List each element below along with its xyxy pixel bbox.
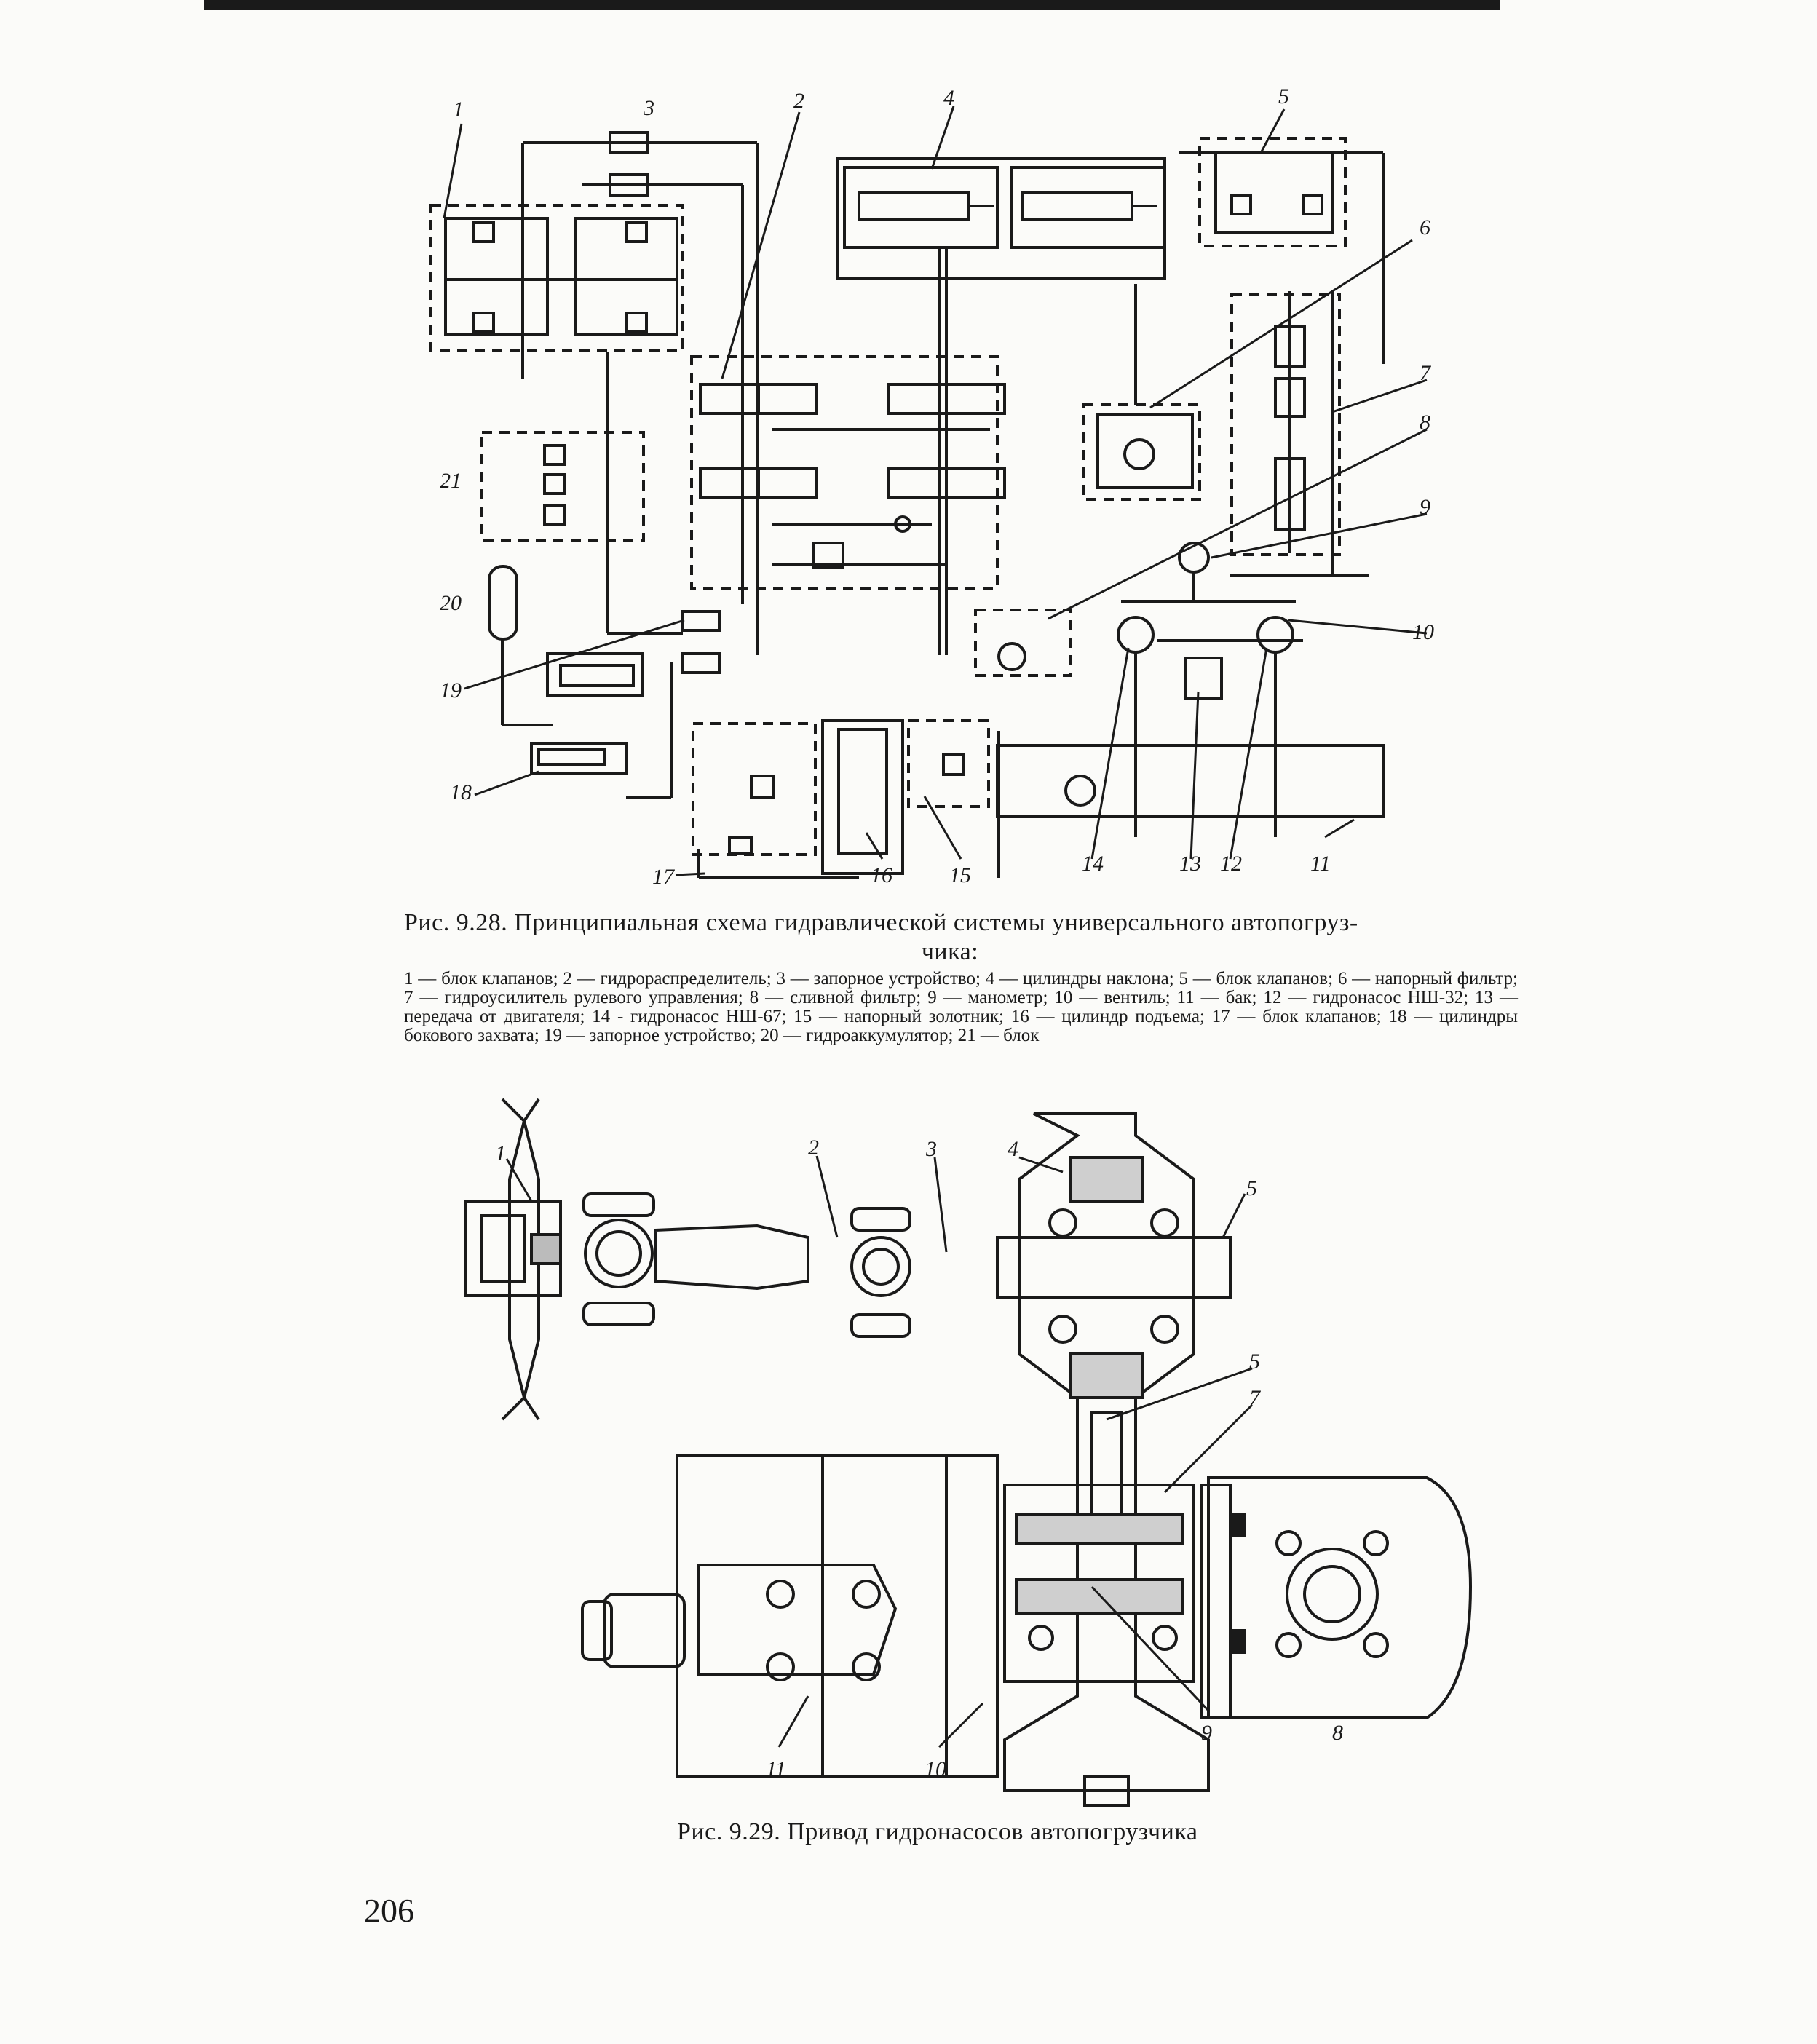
label-7: 7 [1420,361,1432,385]
label-9: 9 [1420,495,1430,519]
label-4: 4 [943,86,954,110]
figure-1-caption-cont: чика: [921,938,979,965]
label-3: 3 [925,1137,937,1161]
label-14: 14 [1082,852,1104,876]
label-6: 6 [1420,215,1430,239]
figure-2-caption: Рис. 9.29. Привод гидронасосов автопогру… [677,1818,1198,1845]
figure-1-legend: 1 — блок клапанов; 2 — гидрораспределите… [404,969,1518,1045]
label-13: 13 [1179,852,1201,876]
label-11: 11 [766,1757,786,1781]
label-9: 9 [1201,1721,1212,1745]
label-10: 10 [925,1757,946,1781]
label-7: 7 [1249,1386,1262,1410]
label-18: 18 [450,780,472,804]
pump-drive-drawing: 1 2 3 4 5 5 7 8 9 10 11 [464,1098,1473,1807]
label-3: 3 [643,96,654,120]
label-8: 8 [1332,1721,1343,1745]
label-5-lower: 5 [1249,1350,1260,1374]
label-12: 12 [1220,852,1242,876]
label-1: 1 [495,1141,506,1165]
label-11: 11 [1310,852,1331,876]
scan-edge-bar [204,0,1500,10]
label-5: 5 [1278,84,1289,108]
label-19: 19 [440,678,462,702]
label-5: 5 [1246,1176,1257,1200]
label-4: 4 [1008,1137,1018,1161]
label-17: 17 [652,865,676,889]
label-15: 15 [949,863,971,887]
page-number: 206 [364,1892,414,1929]
label-16: 16 [871,863,892,887]
figure-1-caption: Рис. 9.28. Принципиальная схема гидравли… [404,908,1496,967]
label-1: 1 [453,98,464,122]
label-21: 21 [440,469,462,493]
label-2: 2 [808,1136,819,1160]
label-2: 2 [793,89,804,113]
label-20: 20 [440,591,462,615]
figure-1-caption-line: Рис. 9.28. Принципиальная схема гидравли… [404,909,1358,936]
label-10: 10 [1412,620,1434,644]
label-8: 8 [1420,411,1430,435]
hydraulic-schematic: 1 3 2 4 5 6 7 8 9 10 11 12 13 14 15 16 1… [429,84,1434,889]
